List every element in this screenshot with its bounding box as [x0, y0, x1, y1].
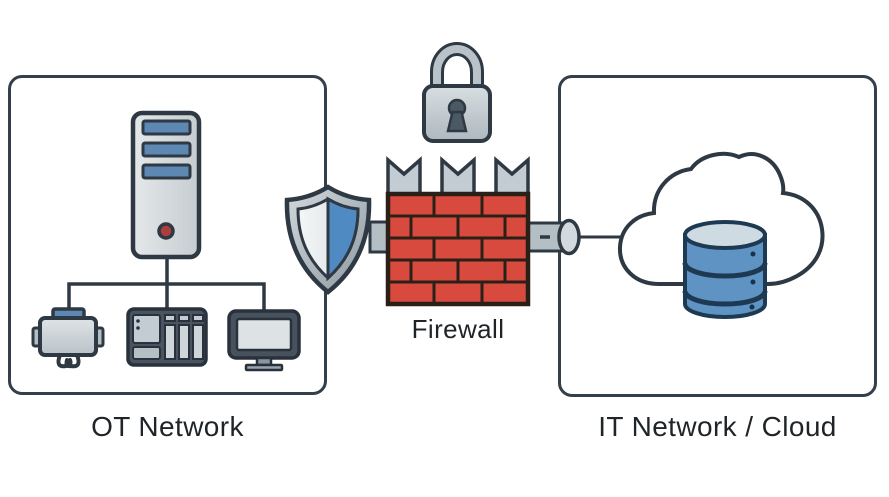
- robot-right-claw: [64, 353, 81, 369]
- brick-wall-icon: [368, 156, 622, 307]
- server-tower-icon: [130, 110, 202, 260]
- plc-io-modules: [164, 314, 204, 360]
- shield-icon: [284, 184, 372, 295]
- plc-led: [136, 326, 140, 330]
- industrial-robot-icon: [31, 307, 105, 369]
- wall-outline: [385, 191, 531, 307]
- pipe-connector-icon: [526, 218, 622, 256]
- cloud-icon: [617, 151, 825, 319]
- robot-body: [38, 316, 98, 357]
- wall-bricks: [386, 192, 530, 306]
- power-led: [157, 222, 175, 240]
- plc-led: [136, 319, 140, 323]
- plc-cpu-module: [132, 314, 161, 344]
- cloud-outline: [617, 151, 825, 286]
- firewall-label: Firewall: [411, 314, 505, 344]
- database-icon: [682, 220, 768, 319]
- it-network-label: IT Network / Cloud: [598, 411, 837, 442]
- ot-network-label: OT Network: [91, 411, 244, 442]
- server-drive-slot: [141, 119, 192, 136]
- padlock-icon: [422, 42, 492, 143]
- monitor-base: [244, 363, 284, 372]
- keyhole-slot: [446, 110, 468, 133]
- server-drive-slot: [141, 141, 192, 158]
- database-lid: [683, 220, 767, 250]
- monitor-screen: [235, 317, 293, 352]
- plc-terminal-block: [132, 346, 161, 360]
- plc-rack-icon: [126, 307, 208, 367]
- wall-crenellations: [386, 156, 530, 198]
- ot-network-lines: [67, 254, 266, 315]
- shield-face-blue-half: [326, 196, 360, 282]
- shackle: [433, 44, 481, 90]
- server-drive-slot: [141, 163, 192, 180]
- bus-connection-lines: [67, 254, 266, 315]
- monitor-icon: [227, 309, 301, 372]
